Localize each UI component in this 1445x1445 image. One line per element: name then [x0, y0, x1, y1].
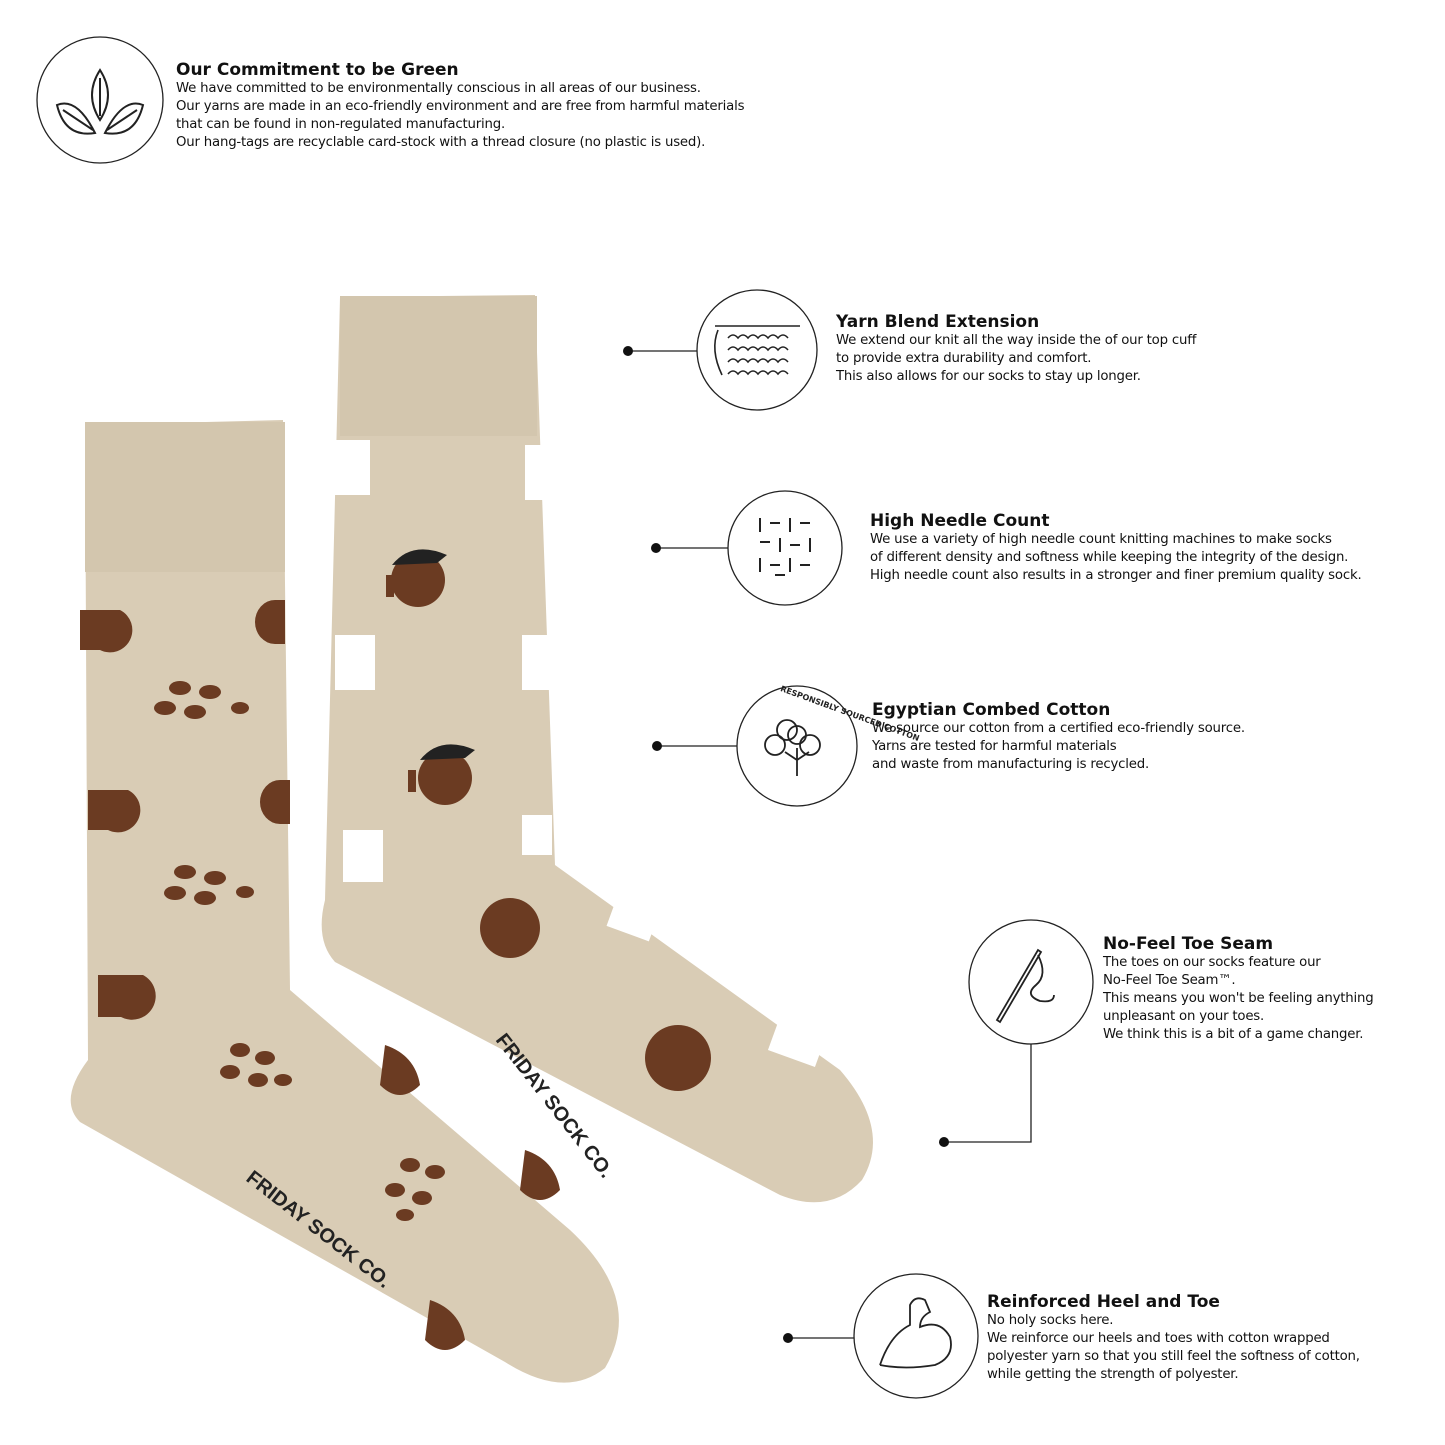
commitment-title: Our Commitment to be Green: [176, 60, 459, 80]
feature-line: No-Feel Toe Seam™.: [1103, 973, 1236, 988]
feature-line: We think this is a bit of a game changer…: [1103, 1027, 1364, 1042]
feature-line: We reinforce our heels and toes with cot…: [987, 1331, 1330, 1346]
feature-line: polyester yarn so that you still feel th…: [987, 1349, 1360, 1364]
feature-title: High Needle Count: [870, 511, 1050, 531]
feature-line: We extend our knit all the way inside th…: [836, 333, 1197, 348]
commitment-line: Our yarns are made in an eco-friendly en…: [176, 99, 745, 114]
commitment-line: Our hang-tags are recyclable card-stock …: [176, 135, 706, 150]
feature-yarn-blend: Yarn Blend Extension We extend our knit …: [836, 312, 1196, 386]
feature-line: and waste from manufacturing is recycled…: [872, 757, 1150, 772]
leaves-icon: [55, 68, 145, 135]
feature-line: unpleasant on your toes.: [1103, 1009, 1265, 1024]
feature-line: No holy socks here.: [987, 1313, 1114, 1328]
commitment-line: We have committed to be environmentally …: [176, 81, 701, 96]
feature-line: This also allows for our socks to stay u…: [836, 369, 1141, 384]
feature-title: No-Feel Toe Seam: [1103, 934, 1274, 954]
left-sock: FRIDAY SOCK CO.: [70, 420, 619, 1383]
feature-toe-seam: No-Feel Toe Seam The toes on our socks f…: [1103, 934, 1374, 1044]
needle-thread-icon: [995, 948, 1055, 1024]
feature-needle-count: High Needle Count We use a variety of hi…: [870, 511, 1362, 585]
needle-grid-icon: [759, 518, 811, 576]
feature-title: Reinforced Heel and Toe: [987, 1292, 1220, 1312]
feature-reinforced-heel: Reinforced Heel and Toe No holy socks he…: [987, 1292, 1360, 1384]
commitment-section: Our Commitment to be Green We have commi…: [176, 60, 745, 152]
feature-title: Egyptian Combed Cotton: [872, 700, 1111, 720]
feature-line: This means you won't be feeling anything: [1103, 991, 1374, 1006]
feature-egyptian-cotton: Egyptian Combed Cotton We source our cot…: [872, 700, 1245, 774]
knit-stitch-icon: [714, 325, 800, 376]
right-sock: FRIDAY SOCK CO.: [321, 295, 873, 1227]
feature-line: We source our cotton from a certified ec…: [872, 721, 1245, 736]
flexed-arm-icon: [879, 1297, 952, 1369]
feature-title: Yarn Blend Extension: [836, 312, 1040, 332]
commitment-icon-circle: [36, 36, 164, 164]
feature-line: High needle count also results in a stro…: [870, 568, 1362, 583]
feature-line: to provide extra durability and comfort.: [836, 351, 1092, 366]
feature-line: of different density and softness while …: [870, 550, 1349, 565]
feature-line: while getting the strength of polyester.: [987, 1367, 1239, 1382]
commitment-line: that can be found in non-regulated manuf…: [176, 117, 505, 132]
feature-line: The toes on our socks feature our: [1103, 955, 1321, 970]
feature-line: We use a variety of high needle count kn…: [870, 532, 1332, 547]
feature-line: Yarns are tested for harmful materials: [872, 739, 1117, 754]
